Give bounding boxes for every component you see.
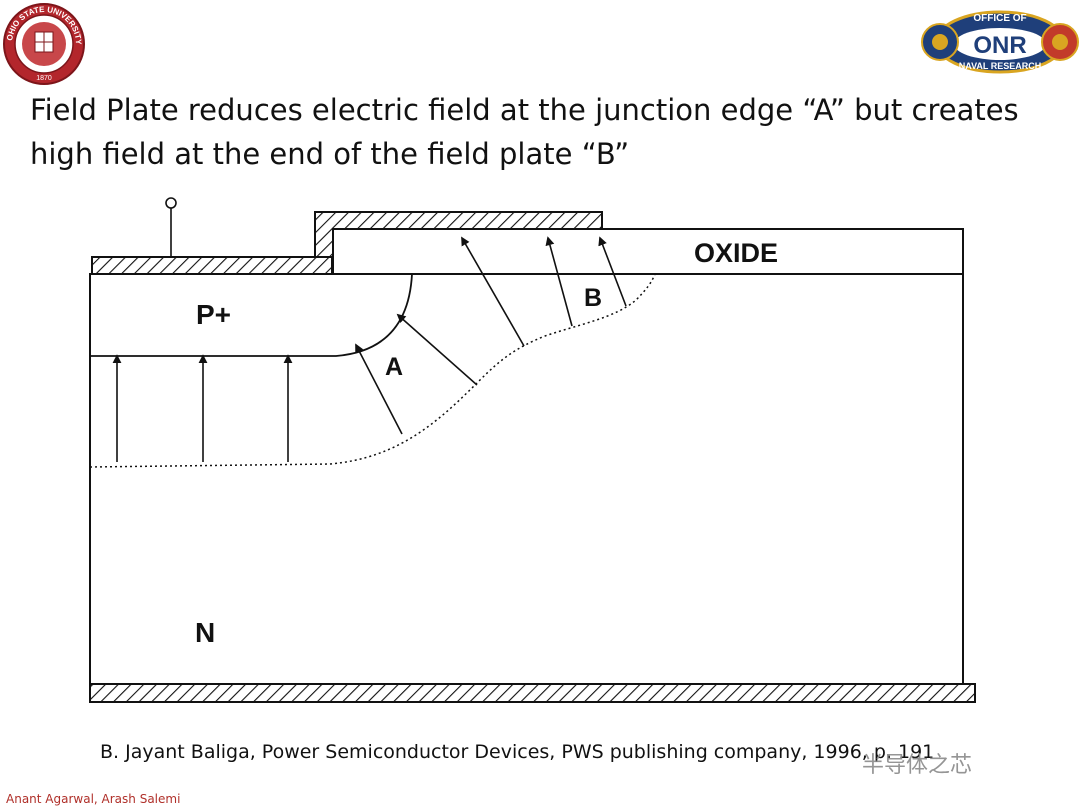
seal-year: 1870 bbox=[36, 75, 52, 82]
n-substrate bbox=[89, 273, 964, 685]
onr-mid-text: ONR bbox=[973, 32, 1026, 59]
point-a-label: A bbox=[385, 353, 403, 381]
ohio-state-seal-logo: OHIO STATE UNIVERSITY 1870 bbox=[3, 3, 85, 85]
field-arrow bbox=[545, 236, 573, 327]
contact-metal bbox=[91, 256, 333, 275]
field-arrow bbox=[461, 236, 525, 347]
title-line-1: Field Plate reduces electric field at th… bbox=[30, 93, 1019, 127]
slide-title: Field Plate reduces electric field at th… bbox=[30, 88, 1060, 176]
oxide-layer bbox=[332, 228, 964, 275]
watermark: 半导体之芯 bbox=[862, 753, 973, 778]
n-region-label: N bbox=[195, 617, 215, 648]
terminal-node bbox=[165, 197, 177, 209]
oxide-label: OXIDE bbox=[694, 238, 778, 268]
onr-logo: OFFICE OF ONR NAVAL RESEARCH bbox=[921, 10, 1079, 74]
field-plate-metal bbox=[314, 211, 603, 258]
depletion-boundary bbox=[89, 273, 656, 468]
field-arrow bbox=[396, 313, 478, 386]
p-plus-label: P+ bbox=[196, 299, 231, 330]
author-credit: Anant Agarwal, Arash Salemi bbox=[6, 792, 181, 806]
onr-top-text: OFFICE OF bbox=[973, 13, 1026, 24]
field-arrow bbox=[598, 236, 627, 307]
point-b-label: B bbox=[584, 284, 602, 312]
field-arrow bbox=[355, 343, 403, 435]
title-line-2: high field at the end of the field plate… bbox=[30, 137, 630, 171]
citation: B. Jayant Baliga, Power Semiconductor De… bbox=[100, 741, 935, 763]
onr-bottom-text: NAVAL RESEARCH bbox=[959, 61, 1042, 71]
backside-metal bbox=[89, 683, 976, 703]
p-plus-junction bbox=[90, 273, 413, 357]
